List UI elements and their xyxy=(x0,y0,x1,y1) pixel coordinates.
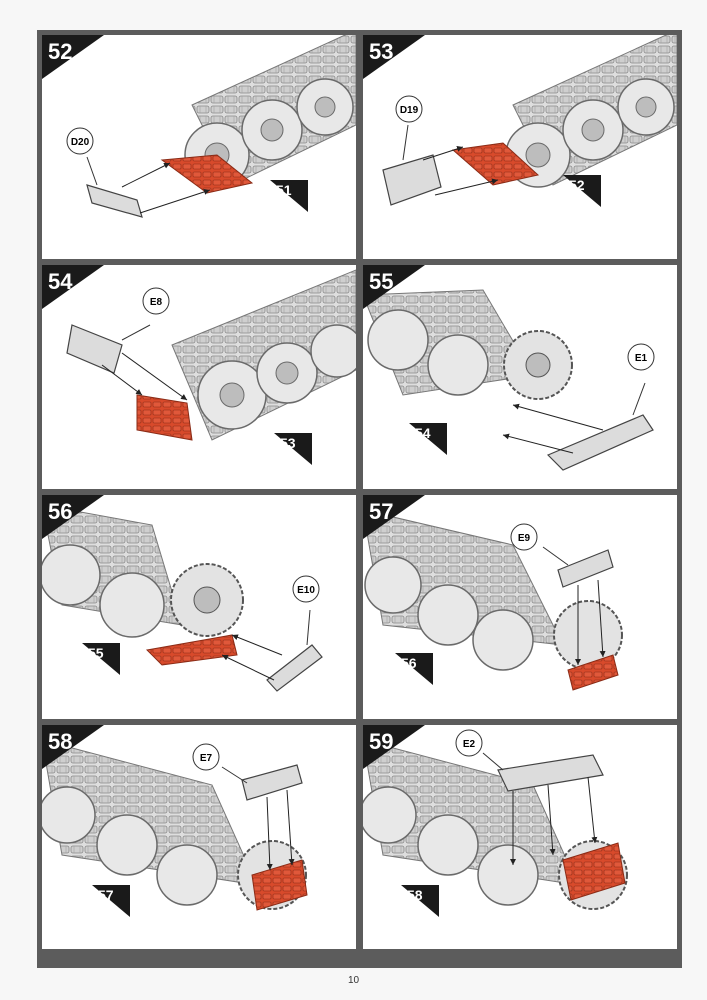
step-number: 57 xyxy=(363,495,425,539)
step-number: 52 xyxy=(42,35,104,79)
part-callout: E8 xyxy=(142,287,170,315)
step-number: 58 xyxy=(42,725,104,769)
step-panel-53: 53 D19 52 xyxy=(363,35,677,259)
assembly-illustration xyxy=(382,35,677,206)
assembly-illustration xyxy=(66,269,356,441)
svg-text:E1: E1 xyxy=(635,353,648,364)
svg-text:E10: E10 xyxy=(297,585,315,596)
reference-step-badge: 55 xyxy=(82,643,120,675)
reference-step-badge: 56 xyxy=(395,653,433,685)
assembly-illustration xyxy=(363,509,623,691)
reference-step-badge: 57 xyxy=(92,885,130,917)
step-number: 54 xyxy=(42,265,104,309)
part-callout: E2 xyxy=(455,729,483,757)
assembly-illustration xyxy=(363,289,654,471)
assembly-illustration xyxy=(363,739,628,910)
part-callout: E1 xyxy=(627,343,655,371)
svg-text:E2: E2 xyxy=(463,739,476,750)
part-callout: D19 xyxy=(395,95,423,123)
reference-step-badge: 58 xyxy=(401,885,439,917)
assembly-illustration xyxy=(86,35,356,218)
svg-text:D20: D20 xyxy=(71,137,90,148)
assembly-illustration xyxy=(42,739,308,911)
step-panel-54: 54 E8 53 xyxy=(42,265,356,489)
step-panel-59: 59 E2 58 xyxy=(363,725,677,949)
part-callout: E9 xyxy=(510,523,538,551)
step-panel-58: 58 E7 57 xyxy=(42,725,356,949)
assembly-illustration xyxy=(42,504,323,692)
reference-step-badge: 52 xyxy=(563,175,601,207)
svg-text:E9: E9 xyxy=(518,533,531,544)
svg-text:D19: D19 xyxy=(400,105,419,116)
reference-step-badge: 54 xyxy=(409,423,447,455)
step-panel-56: 56 E10 55 xyxy=(42,495,356,719)
part-callout: E7 xyxy=(192,743,220,771)
step-number: 56 xyxy=(42,495,104,539)
part-callout: E10 xyxy=(292,575,320,603)
reference-step-badge: 53 xyxy=(274,433,312,465)
step-panel-57: 57 E9 56 xyxy=(363,495,677,719)
step-panel-52: 52 D20 51 xyxy=(42,35,356,259)
reference-step-badge: 51 xyxy=(270,180,308,212)
svg-text:E8: E8 xyxy=(150,297,163,308)
page-number: 10 xyxy=(347,975,360,986)
svg-text:E7: E7 xyxy=(200,753,213,764)
step-panel-55: 55 E1 54 xyxy=(363,265,677,489)
instruction-sheet: 52 D20 51 53 D19 xyxy=(37,30,682,968)
step-number: 53 xyxy=(363,35,425,79)
step-number: 59 xyxy=(363,725,425,769)
step-number: 55 xyxy=(363,265,425,309)
part-callout: D20 xyxy=(66,127,94,155)
